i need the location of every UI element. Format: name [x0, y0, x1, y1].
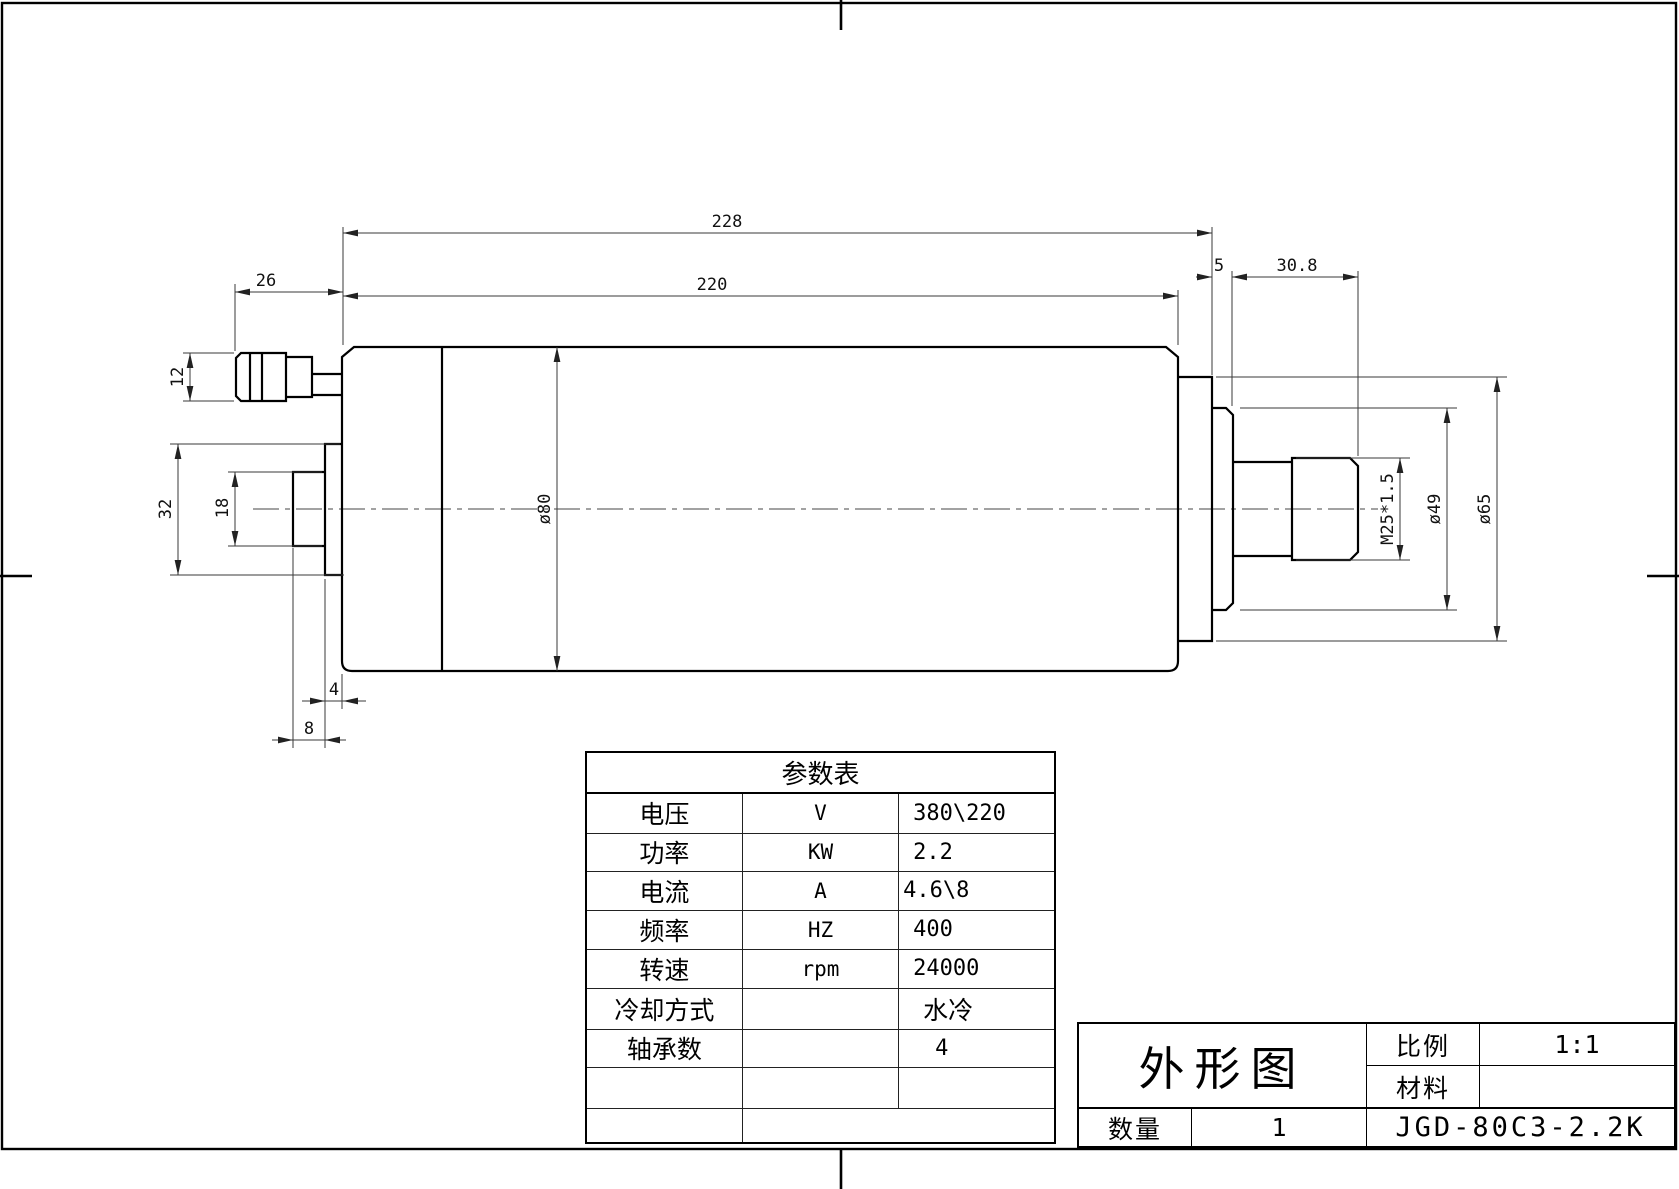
- table-row: 冷却方式 水冷: [585, 987, 1056, 1030]
- param-value: 400: [898, 909, 1056, 950]
- dim-label-nose-length: 30.8: [1277, 256, 1318, 276]
- material-value: [1480, 1066, 1674, 1107]
- dim-label-fitting-diameter: 12: [168, 367, 188, 387]
- param-unit: A: [741, 870, 900, 911]
- dim-label-rear-shaft-diameter: 18: [213, 498, 233, 518]
- parameter-table-title: 参数表: [585, 751, 1056, 794]
- param-name: 电压: [585, 792, 743, 834]
- dim-label-body-diameter: ø80: [535, 494, 555, 525]
- title-block: 外形图 数量 1 比例 1:1 材料 JGD-80C3-2.2K: [1077, 1022, 1676, 1148]
- dim-label-boss-thickness: 4: [329, 680, 339, 700]
- front-flange: [1178, 375, 1214, 643]
- table-row: 电流 A 4.6\8: [585, 870, 1056, 911]
- dimension-labels: 228 220 26 5 30.8 4 8 ø80 12 32 18 M25*1…: [156, 212, 1495, 739]
- dimension-lines: [174, 229, 1501, 744]
- nose-cap: [1212, 406, 1235, 612]
- spindle-body-outline: [234, 345, 1360, 673]
- material-label: 材料: [1367, 1066, 1480, 1107]
- dim-label-flange-diameter: ø65: [1475, 494, 1495, 525]
- table-row-empty: [585, 1107, 1056, 1144]
- fitting-nut: [286, 355, 314, 399]
- param-value: 24000: [898, 948, 1056, 989]
- param-value: 380\220: [898, 792, 1056, 834]
- model-number: JGD-80C3-2.2K: [1367, 1107, 1674, 1146]
- extension-lines: [170, 227, 1507, 748]
- drawing-title: 外形图: [1079, 1024, 1367, 1107]
- dim-label-nose-diameter: ø49: [1425, 494, 1445, 525]
- table-header-row: 参数表: [585, 751, 1056, 794]
- dim-label-fitting-length: 26: [256, 271, 276, 291]
- water-fitting: [234, 351, 288, 403]
- param-value: 2.2: [898, 832, 1056, 872]
- table-row: 轴承数 4: [585, 1028, 1056, 1068]
- dim-label-nose-cap-width: 5: [1214, 256, 1224, 276]
- table-row: 频率 HZ 400: [585, 909, 1056, 950]
- param-name: 冷却方式: [585, 987, 743, 1030]
- param-value: 4.6\8: [898, 870, 1056, 911]
- dim-label-rear-boss-diameter: 32: [156, 499, 176, 519]
- dim-label-thread-spec: M25*1.5: [1378, 473, 1398, 545]
- dim-label-total-length: 228: [712, 212, 743, 232]
- param-name: 频率: [585, 909, 743, 950]
- param-unit: [741, 1028, 900, 1068]
- table-row: 电压 V 380\220: [585, 792, 1056, 834]
- param-unit: HZ: [741, 909, 900, 950]
- quantity-value: 1: [1192, 1107, 1367, 1146]
- param-unit: KW: [741, 832, 900, 872]
- param-name: 功率: [585, 832, 743, 872]
- param-unit: V: [741, 792, 900, 834]
- param-value: 水冷: [898, 987, 1056, 1030]
- param-value: 4: [898, 1028, 1056, 1068]
- param-name: 轴承数: [585, 1028, 743, 1068]
- scale-label: 比例: [1367, 1024, 1480, 1066]
- param-unit: [741, 987, 900, 1030]
- scale-value: 1:1: [1480, 1024, 1674, 1066]
- table-row: 功率 KW 2.2: [585, 832, 1056, 872]
- parameter-table: 参数表 电压 V 380\220 功率 KW 2.2 电流 A 4.6\8 频率…: [585, 751, 1056, 1144]
- quantity-label: 数量: [1079, 1107, 1192, 1146]
- table-row-empty: [585, 1066, 1056, 1109]
- dim-label-shaft-step-length: 8: [304, 719, 314, 739]
- param-name: 电流: [585, 870, 743, 911]
- dim-label-body-length: 220: [697, 275, 728, 295]
- table-row: 转速 rpm 24000: [585, 948, 1056, 989]
- param-name: 转速: [585, 948, 743, 989]
- param-unit: rpm: [741, 948, 900, 989]
